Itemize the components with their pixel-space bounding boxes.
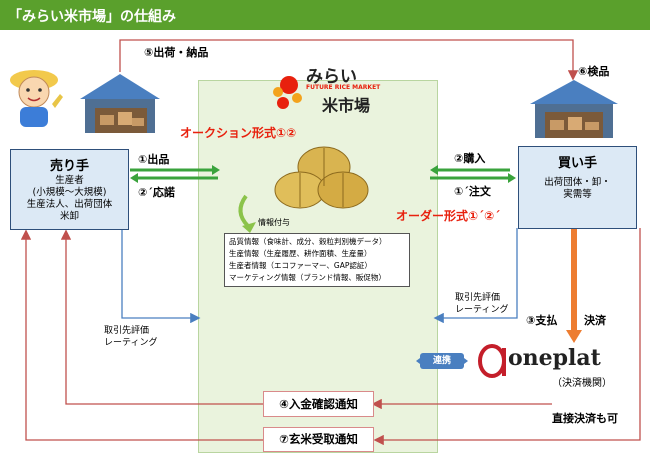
reply-label: ②´応諾 [138, 186, 175, 199]
seller-description: 生産者 (小規模〜大規模) 生産法人、出荷団体 米卸 [11, 175, 128, 223]
info-add-label: 情報付与 [258, 218, 290, 227]
notice-7-to-seller [20, 229, 263, 441]
purchase-label: ②購入 [454, 152, 486, 165]
notice-4-to-seller [60, 229, 263, 405]
rating-line-right [433, 228, 518, 324]
info-line: マーケティング情報（ブランド情報、販促物） [229, 273, 386, 282]
rating-line-left [121, 229, 201, 324]
info-line: 生産情報（生産履歴、耕作面積、生産量） [229, 249, 372, 258]
logo-kanji: 米市場 [322, 96, 371, 115]
reply-arrowhead [130, 173, 138, 183]
logo-brand: みらい [306, 67, 357, 87]
info-line: 品質情報（食味計、成分、穀粒判別機データ） [229, 237, 387, 246]
buyer-line: 実需等 [563, 189, 592, 200]
info-line: 生産者情報（エコファーマー、GAP認証） [229, 261, 372, 270]
seller-line: 生産者 [55, 175, 84, 186]
listing-arrowhead [212, 165, 220, 175]
inspect-label: ⑥検品 [578, 65, 610, 78]
rating-right-line: レーティング [455, 305, 509, 315]
buyer-warehouse [530, 80, 618, 138]
rating-right-line: 取引先評価 [455, 293, 501, 303]
rice-bags-illustration [274, 146, 369, 209]
payment-arrowhead [566, 330, 582, 343]
info-box: 品質情報（食味計、成分、穀粒判別機データ） 生産情報（生産履歴、耕作面積、生産量… [224, 233, 410, 287]
settlement-org-label: （決済機関） [552, 378, 612, 389]
seller-box: 売り手 生産者 (小規模〜大規模) 生産法人、出荷団体 米卸 [10, 149, 129, 230]
renkei-badge: 連携 [420, 353, 464, 369]
oneplat-emblem [478, 344, 506, 378]
auction-label: オークション形式①② [180, 126, 297, 140]
rating-left-label: 取引先評価 レーティング [104, 325, 157, 349]
notice-7-line [373, 228, 641, 446]
logo-subtitle: FUTURE RICE MARKET [306, 84, 381, 91]
page-title: 「みらい米市場」の仕組み [8, 9, 176, 25]
pay-label: ③支払 [526, 314, 558, 327]
seller-line: 生産法人、出荷団体 [26, 199, 113, 210]
direct-payment-label: 直接決済も可 [552, 412, 618, 425]
notice-rice-received: ⑦玄米受取通知 [263, 427, 374, 452]
purchase-arrowhead [430, 165, 438, 175]
info-curve-arrow [238, 194, 250, 228]
seller-title: 売り手 [49, 159, 89, 174]
notice-payment-confirmed: ④入金確認通知 [263, 391, 374, 417]
buyer-description: 出荷団体・卸・ 実需等 [519, 177, 636, 201]
rating-left-line: 取引先評価 [104, 326, 150, 336]
title-bar: 「みらい米市場」の仕組み [0, 0, 650, 30]
delivery-line [119, 39, 579, 81]
seller-line: (小規模〜大規模) [32, 187, 107, 198]
order-arrowhead [508, 173, 516, 183]
rating-right-label: 取引先評価 レーティング [455, 292, 508, 316]
buyer-line: 出荷団体・卸・ [544, 177, 611, 188]
oneplat-logo-text: oneplat [508, 345, 601, 371]
order-note-label: ①´注文 [454, 185, 491, 198]
logo-emblem [273, 76, 302, 109]
buyer-box: 買い手 出荷団体・卸・ 実需等 [518, 146, 637, 229]
seller-line: 米卸 [59, 211, 79, 222]
rating-left-line: レーティング [104, 338, 158, 348]
listing-label: ①出品 [138, 153, 170, 166]
farmer-illustration [10, 70, 63, 127]
ship-deliver-label: ⑤出荷・納品 [144, 46, 209, 59]
settle-label: 決済 [584, 314, 606, 327]
info-curve-arrowhead [242, 222, 256, 233]
seller-warehouse [80, 74, 160, 133]
order-form-label: オーダー形式①´②´ [396, 209, 501, 223]
buyer-title: 買い手 [557, 156, 597, 171]
